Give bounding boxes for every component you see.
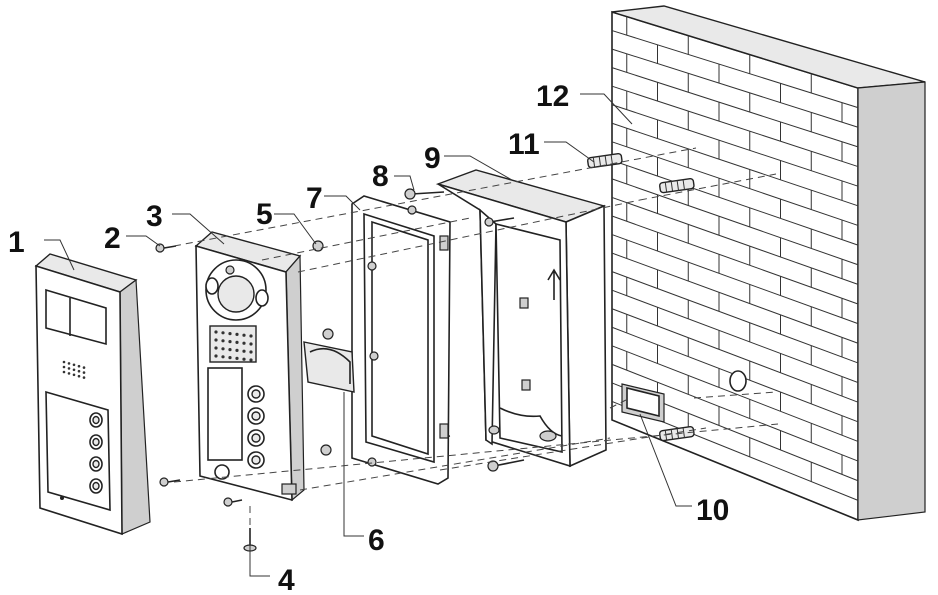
front-screws bbox=[155, 243, 243, 507]
callout-9: 9 bbox=[424, 142, 441, 175]
leader-lines bbox=[44, 93, 692, 577]
callout-4: 4 bbox=[278, 564, 295, 595]
wall-anchors bbox=[586, 153, 695, 442]
callout-12: 12 bbox=[536, 80, 569, 113]
mounting-frame bbox=[351, 195, 451, 485]
callout-5: 5 bbox=[256, 198, 273, 231]
callout-labels: 1 2 3 4 5 6 7 8 9 10 11 12 bbox=[8, 80, 729, 595]
main-unit bbox=[194, 231, 305, 502]
callout-2: 2 bbox=[104, 222, 121, 255]
callout-11: 11 bbox=[508, 128, 540, 161]
callout-7: 7 bbox=[306, 182, 323, 215]
callout-1: 1 bbox=[8, 226, 25, 259]
alignment-lines bbox=[173, 147, 779, 530]
brick-wall bbox=[611, 5, 926, 522]
wall-box bbox=[621, 383, 665, 423]
front-panel bbox=[34, 253, 151, 536]
callout-3: 3 bbox=[146, 200, 163, 233]
callout-8: 8 bbox=[372, 160, 389, 193]
callout-10: 10 bbox=[696, 494, 729, 527]
back-box bbox=[435, 169, 607, 468]
callout-6: 6 bbox=[368, 524, 385, 557]
clip-bracket bbox=[303, 328, 355, 393]
wall-hole bbox=[729, 370, 747, 392]
